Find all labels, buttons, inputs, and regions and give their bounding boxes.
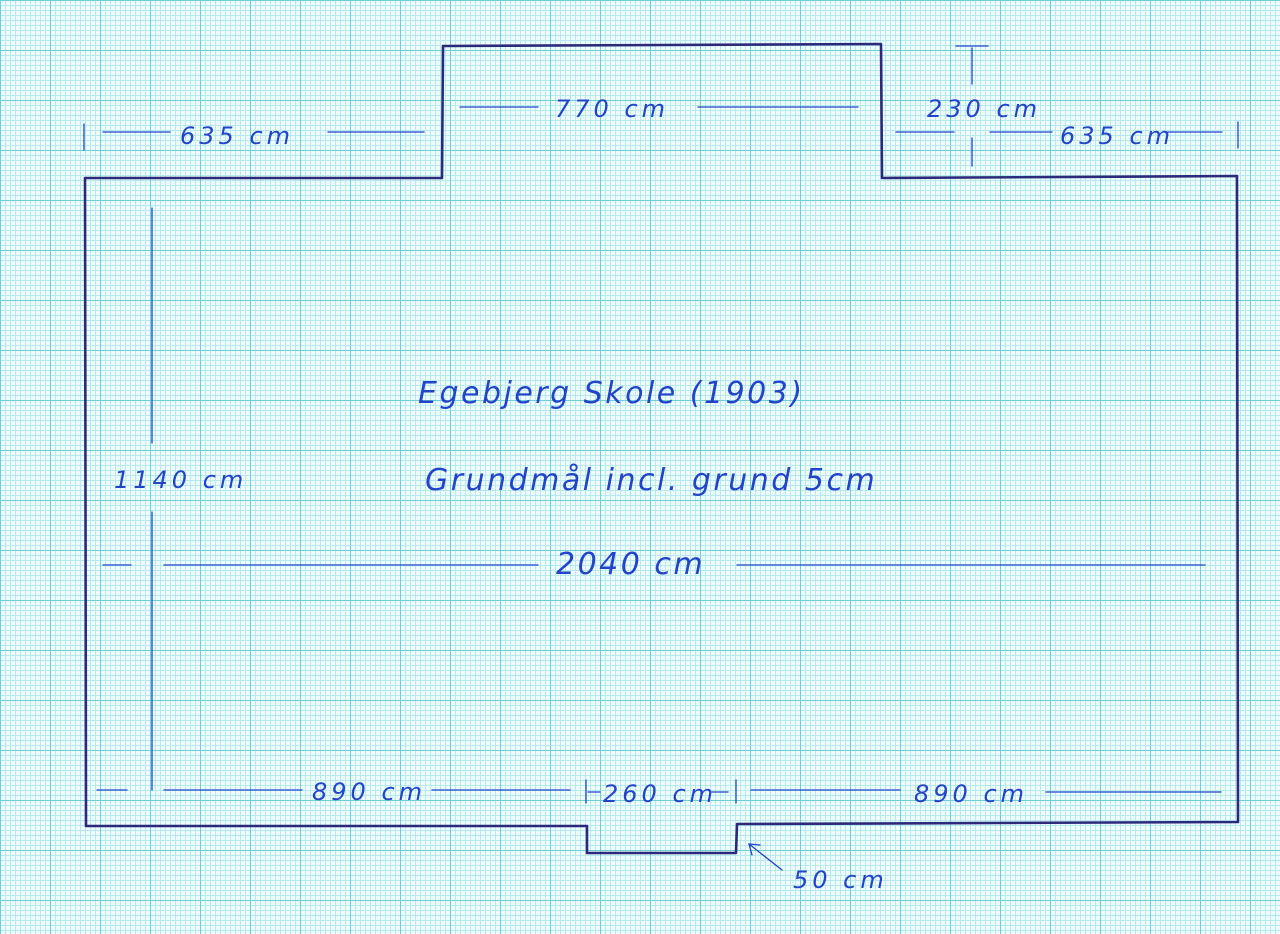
dim-arrowhead-bottom-depth [748,843,761,856]
dim-label-bottom-left: 890 cm [312,778,426,806]
dim-label-top-right: 635 cm [1060,122,1174,150]
building-outline [83,42,1240,855]
dim-label-top-middle: 770 cm [555,95,669,123]
dim-label-bottom-middle: 260 cm [603,780,717,808]
dim-arrow-bottom-depth [748,843,783,871]
plan-subtitle: Grundmål incl. grund 5cm [425,463,877,498]
dim-label-height: 1140 cm [114,466,247,494]
dim-label-width: 2040 cm [556,547,705,582]
dim-label-top-left: 635 cm [180,122,294,150]
dim-label-top-depth: 230 cm [927,95,1041,123]
dim-label-bottom-depth: 50 cm [793,866,888,894]
plan-title: Egebjerg Skole (1903) [418,376,805,411]
dim-label-bottom-right: 890 cm [914,780,1028,808]
